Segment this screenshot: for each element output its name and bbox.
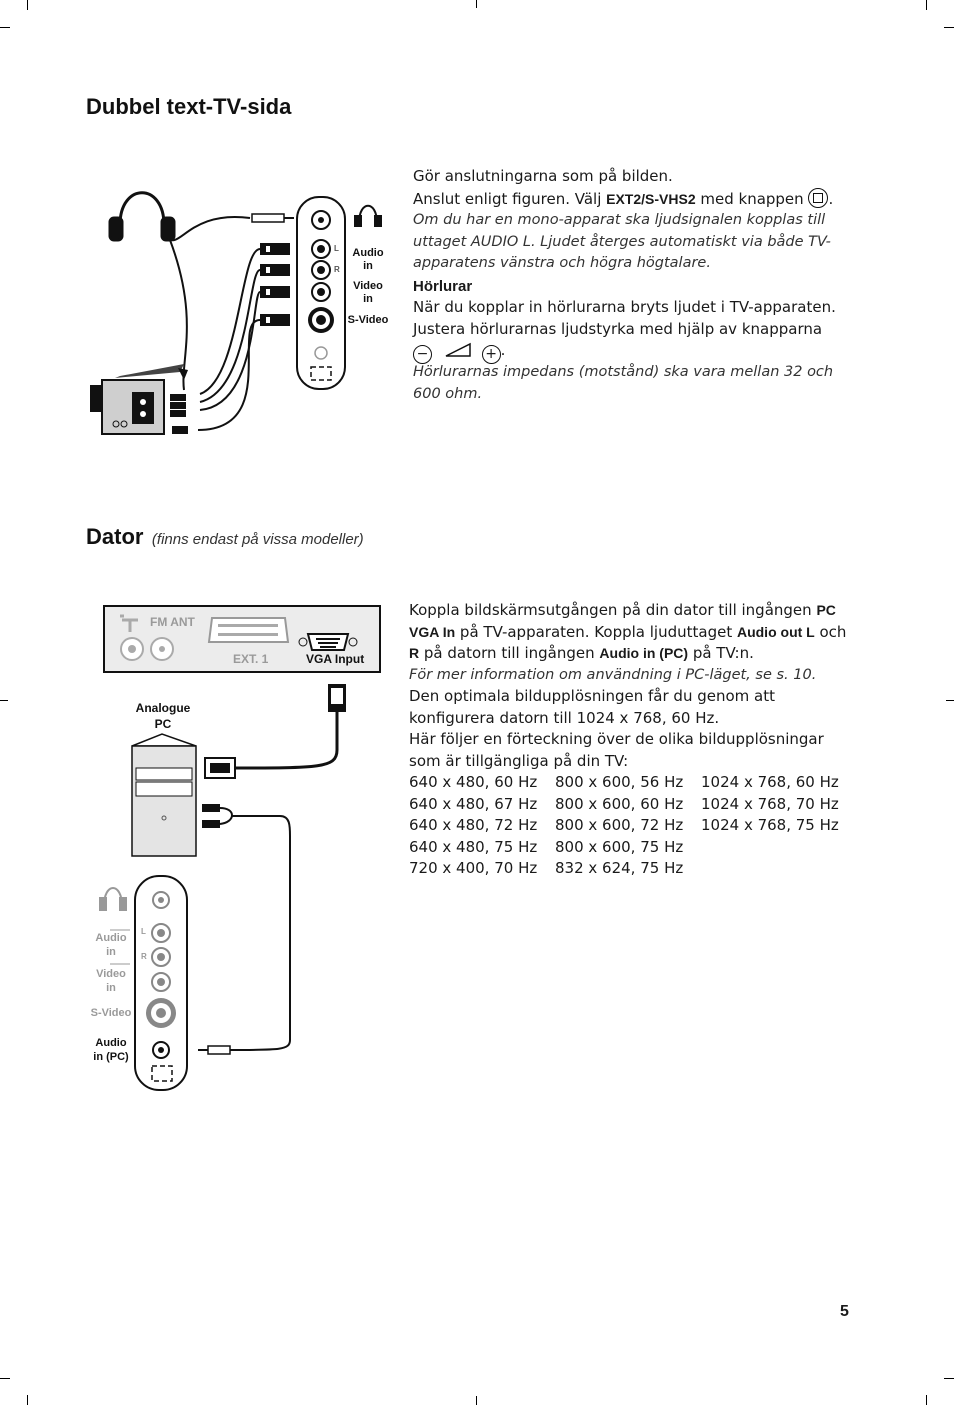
svideo-label: S-Video: [347, 314, 389, 326]
crop-mark: [926, 1395, 927, 1405]
instruction-text: Anslut enligt figuren. Välj EXT2/S-VHS2 …: [413, 187, 834, 208]
crop-mark: [476, 1396, 477, 1405]
pc-connection-diagram: [99, 605, 381, 1091]
headphones-icon: [99, 887, 127, 911]
instruction-text: Gör anslutningarna som på bilden.: [413, 167, 673, 185]
camcorder-icon: [90, 364, 188, 435]
crop-mark: [0, 27, 10, 28]
instruction-text: Här följer en förteckning över de olika …: [409, 730, 824, 770]
instruction-text: Koppla bildskärmsutgången på din dator t…: [409, 601, 847, 662]
ext1-label: EXT. 1: [233, 652, 269, 666]
vga-input-label: VGA Input: [306, 652, 365, 666]
volume-icon: [445, 342, 471, 364]
side-panel: [296, 196, 346, 390]
crop-mark: [926, 0, 927, 10]
instruction-text: Justera hörlurarnas ljudstyrka med hjälp…: [413, 319, 823, 338]
crop-mark: [0, 700, 8, 701]
page-number: 5: [840, 1303, 849, 1320]
crop-mark: [0, 1378, 10, 1379]
crop-mark: [27, 1395, 28, 1405]
section1-text: Gör anslutningarna som på bilden. Anslut…: [413, 166, 853, 405]
note-text: Om du har en mono-apparat ska ljudsignal…: [413, 212, 831, 271]
sub-heading: Hörlurar: [413, 277, 473, 295]
note-text: Hörlurarnas impedans (motstånd) ska vara…: [413, 364, 834, 402]
crop-mark: [946, 700, 954, 701]
ext-button-icon: [808, 187, 829, 208]
section-title-dual-teletext: Dubbel text-TV-sida: [86, 94, 292, 119]
svideo-label: S-Video: [90, 1007, 132, 1019]
headphones-icon: [108, 191, 176, 242]
right-label: R: [141, 952, 147, 961]
headphones-camcorder-diagram: [90, 191, 382, 435]
section2-text: Koppla bildskärmsutgången på din dator t…: [409, 600, 851, 880]
section-title-computer: Dator (finns endast på vissa modeller): [86, 524, 364, 549]
crop-mark: [476, 0, 477, 8]
note-text: För mer information om användning i PC-l…: [409, 666, 817, 683]
volume-buttons: − +.: [413, 340, 853, 364]
right-label: R: [334, 265, 340, 274]
instruction-text: När du kopplar in hörlurarna bryts ljude…: [413, 298, 836, 316]
crop-mark: [944, 1378, 954, 1379]
fm-ant-label: FM ANT: [150, 615, 195, 629]
crop-mark: [944, 27, 954, 28]
instruction-text: Den optimala bildupplösningen får du gen…: [409, 687, 775, 727]
crop-mark: [27, 0, 28, 10]
left-label: L: [141, 927, 146, 936]
left-label: L: [334, 244, 339, 253]
headphones-icon: [354, 204, 382, 227]
